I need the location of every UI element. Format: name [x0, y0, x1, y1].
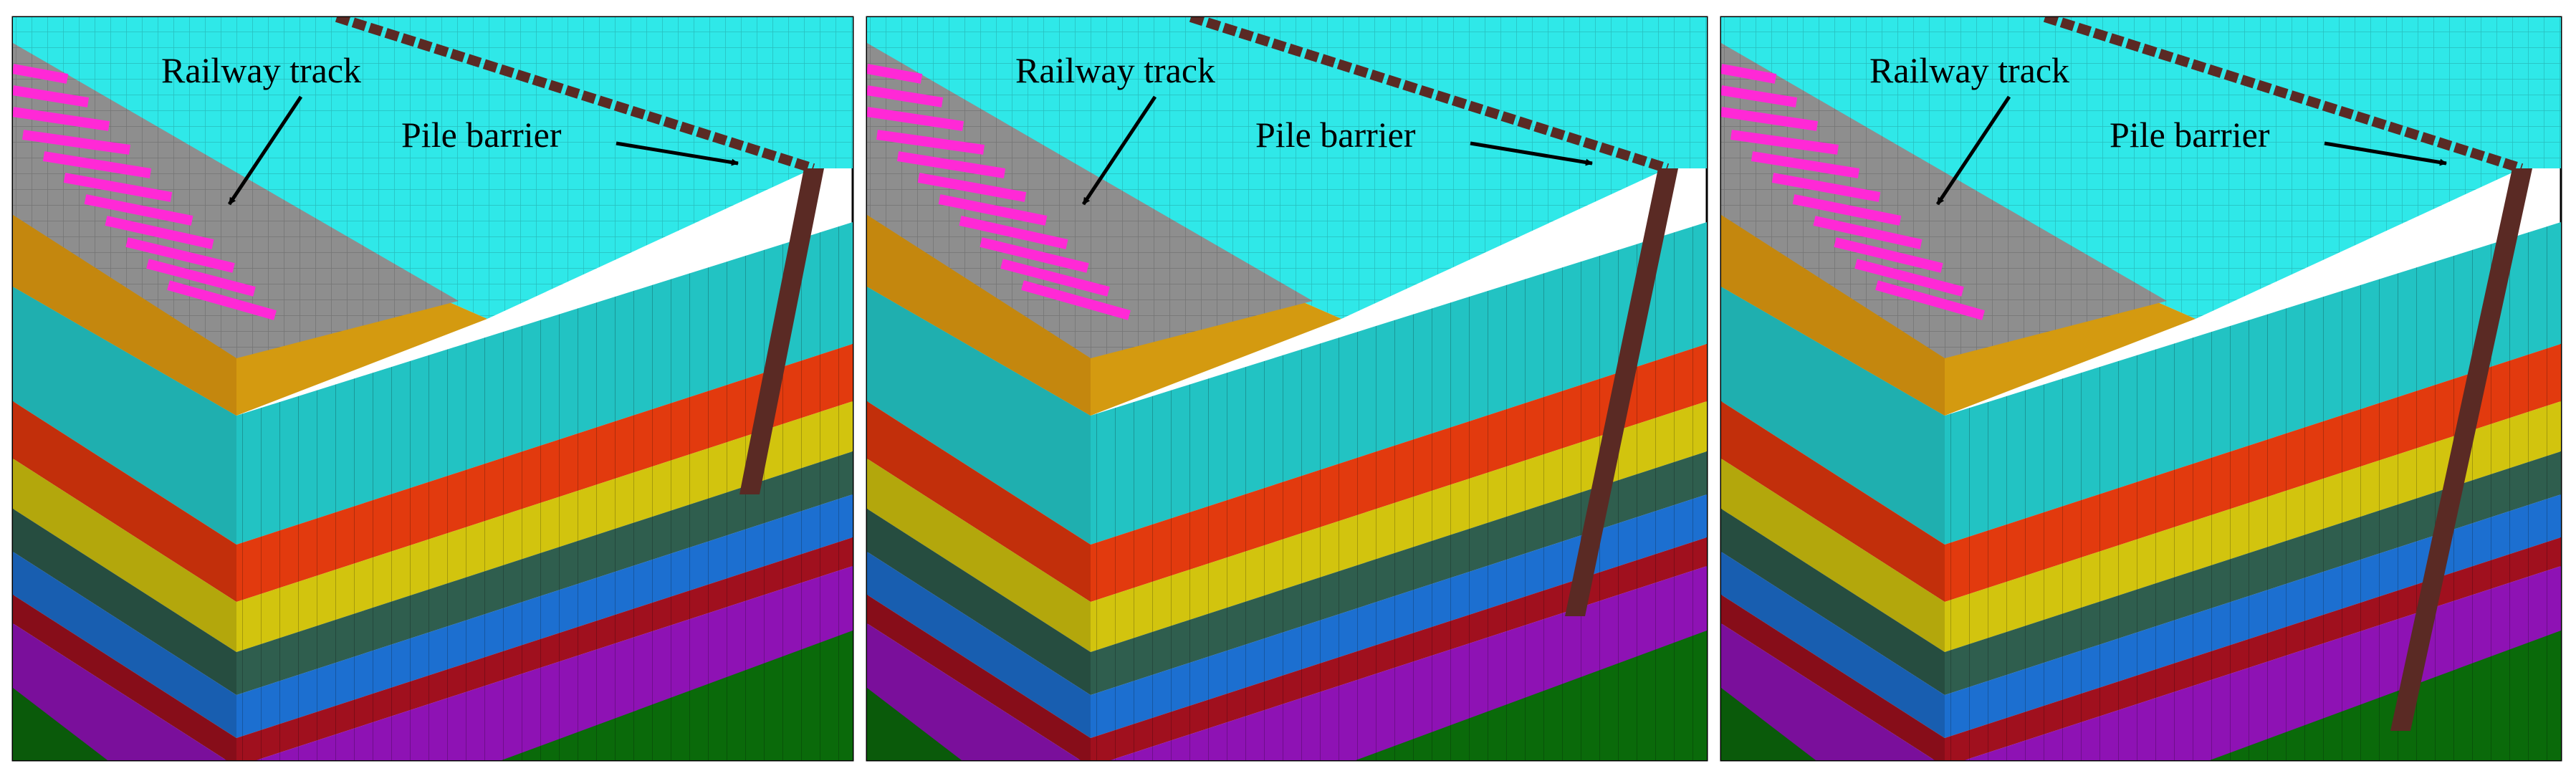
- sleepers: [1721, 64, 1985, 320]
- layer-left: [1721, 509, 1945, 695]
- layer-left: [867, 287, 1091, 545]
- soil-layers: [13, 222, 853, 760]
- layer-left: [13, 287, 236, 545]
- embankment-side: [13, 215, 236, 416]
- layer-left: [13, 623, 236, 760]
- soil-layers: [867, 222, 1707, 760]
- arrow-icon: [616, 141, 739, 166]
- arrow-icon: [1081, 95, 1157, 206]
- annotations: Railway track Pile barrier: [1015, 50, 1593, 206]
- layer-left: [867, 595, 1091, 760]
- layer-left: [13, 595, 236, 760]
- layer-left: [1721, 552, 1945, 738]
- annotations: Railway track Pile barrier: [161, 50, 739, 206]
- pile-barrier-label: Pile barrier: [401, 115, 562, 155]
- sleepers: [867, 64, 1131, 320]
- pile-row: [335, 17, 815, 173]
- embankment-side: [1721, 215, 1945, 416]
- railway-track-label: Railway track: [1015, 50, 1215, 90]
- annotations: Railway track Pile barrier: [1869, 50, 2447, 206]
- panel-2: Railway track Pile barrier: [866, 16, 1708, 762]
- layer-left: [13, 509, 236, 695]
- soil-model: [13, 17, 853, 760]
- layer-left: [13, 459, 236, 652]
- arrow-icon: [1470, 141, 1593, 166]
- pile-barrier: [2043, 17, 2532, 731]
- pile-row: [2043, 17, 2524, 173]
- pile-depth: [739, 168, 824, 494]
- layer-left: [867, 401, 1091, 602]
- soil-layers: [1721, 222, 2561, 760]
- arrow-icon: [2324, 141, 2447, 166]
- pile-barrier: [1189, 17, 1678, 616]
- embankment-side: [867, 215, 1091, 416]
- arrow-icon: [227, 95, 303, 206]
- layer-left: [1721, 459, 1945, 652]
- layer-green-left: [1721, 688, 1816, 760]
- layer-green-left: [13, 688, 107, 760]
- layer-left: [867, 623, 1091, 760]
- layer-green-left: [867, 688, 962, 760]
- layer-left: [867, 509, 1091, 695]
- layer-left: [1721, 287, 1945, 545]
- layer-left: [867, 552, 1091, 738]
- pile-depth: [1565, 168, 1678, 616]
- pile-barrier-label: Pile barrier: [2110, 115, 2270, 155]
- arrow-icon: [1935, 95, 2011, 206]
- layer-left: [1721, 595, 1945, 760]
- sleepers: [13, 64, 277, 320]
- layer-left: [1721, 401, 1945, 602]
- panel-1: Railway track Pile barrier: [11, 16, 854, 762]
- layer-left: [13, 401, 236, 602]
- layer-left: [1721, 623, 1945, 760]
- soil-model: [1721, 17, 2561, 760]
- pile-barrier-label: Pile barrier: [1255, 115, 1416, 155]
- pile-depth: [2390, 168, 2532, 731]
- panel-3: Railway track Pile barrier: [1720, 16, 2562, 762]
- layer-left: [867, 459, 1091, 652]
- railway-track-label: Railway track: [161, 50, 361, 90]
- railway-track-label: Railway track: [1869, 50, 2069, 90]
- pile-row: [1189, 17, 1670, 173]
- layer-left: [13, 552, 236, 738]
- pile-barrier: [335, 17, 824, 494]
